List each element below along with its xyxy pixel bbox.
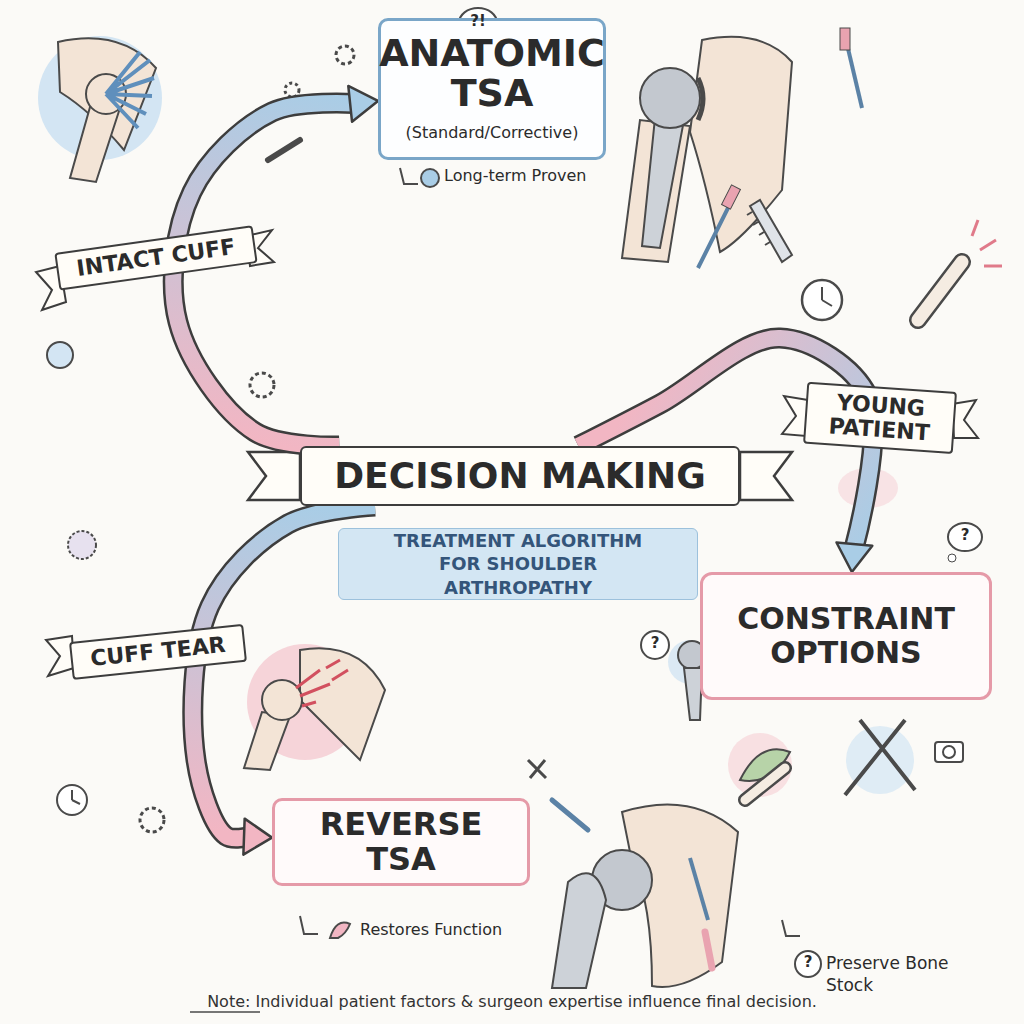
torn-cuff bbox=[296, 660, 348, 706]
arrow-body bbox=[173, 103, 354, 446]
ribbon-label: INTACT CUFF bbox=[54, 225, 257, 291]
clock-doodle bbox=[57, 785, 87, 815]
tool-doodle bbox=[845, 720, 915, 795]
node-subtitle: (Standard/Corrective) bbox=[406, 123, 579, 144]
note-text: Preserve Bone Stock bbox=[826, 952, 966, 996]
wrench-doodle bbox=[552, 800, 588, 830]
humeral-head bbox=[262, 680, 302, 720]
gear-doodle bbox=[140, 808, 164, 832]
scapula-sketch bbox=[690, 37, 792, 252]
pain-burst bbox=[972, 220, 1002, 266]
globe-doodle bbox=[47, 342, 73, 368]
arrow-head bbox=[836, 542, 872, 572]
ribbon-label: CUFF TEAR bbox=[69, 624, 247, 680]
rotator-cuff bbox=[106, 52, 154, 128]
humeral-stem bbox=[552, 873, 606, 988]
arrow-head bbox=[243, 819, 272, 855]
humeral-stem bbox=[642, 118, 684, 248]
node-title: CONSTRAINT OPTIONS bbox=[713, 602, 979, 671]
underline bbox=[190, 1011, 260, 1013]
bone-doodle bbox=[268, 140, 300, 160]
bone-doodle bbox=[918, 262, 962, 320]
screwdriver-handle bbox=[722, 185, 741, 209]
node-title: REVERSE TSA bbox=[285, 807, 517, 877]
bubble-mark: ?! bbox=[458, 12, 498, 32]
pointer-arrow bbox=[400, 168, 418, 184]
bone-doodle bbox=[745, 768, 785, 800]
subtitle-box: TREATMENT ALGORITHM FOR SHOULDER ARTHROP… bbox=[338, 528, 698, 600]
alarm-clock bbox=[802, 280, 842, 320]
node-title: TREATMENT ALGORITHM FOR SHOULDER ARTHROP… bbox=[383, 529, 653, 599]
bubble-mark: ? bbox=[788, 953, 828, 973]
bubble-mark: ? bbox=[945, 526, 985, 546]
option-box: CONSTRAINT OPTIONS bbox=[700, 572, 992, 700]
saw-doodle bbox=[747, 200, 792, 262]
screwdriver-doodle bbox=[690, 858, 708, 920]
thought-bubble bbox=[948, 554, 956, 562]
clock-hands bbox=[72, 790, 80, 804]
node-title: ANATOMIC TSA bbox=[379, 34, 605, 114]
bubble-mark: ? bbox=[635, 634, 675, 654]
arrow-outline bbox=[173, 103, 354, 446]
muscle-icon bbox=[330, 923, 350, 938]
camera-lens bbox=[943, 746, 955, 758]
footnote: Note: Individual patient factors & surge… bbox=[0, 992, 1024, 1011]
ribbon-tail bbox=[248, 452, 300, 500]
clock-hands bbox=[822, 287, 832, 306]
wrench-doodle bbox=[528, 760, 546, 778]
screwdriver-handle bbox=[840, 28, 850, 50]
decision-banner: DECISION MAKING bbox=[300, 446, 740, 506]
bone-outline bbox=[745, 768, 785, 800]
bone-outline bbox=[918, 262, 962, 320]
hammer-doodle bbox=[705, 932, 712, 968]
gear-doodle bbox=[336, 46, 354, 64]
clock-icon bbox=[421, 169, 439, 187]
camera-doodle bbox=[935, 742, 963, 762]
treatment-box: ANATOMIC TSA (Standard/Corrective) bbox=[378, 18, 606, 160]
pointer-arrow bbox=[300, 916, 318, 934]
arrow-head bbox=[348, 86, 378, 122]
virus-doodle bbox=[68, 531, 96, 559]
pointer-arrow bbox=[782, 920, 800, 936]
node-title: DECISION MAKING bbox=[334, 456, 706, 496]
note-text: Long-term Proven bbox=[444, 166, 614, 187]
note-text: Restores Function bbox=[360, 920, 530, 941]
screwdriver-doodle bbox=[698, 200, 732, 268]
ribbon-label: YOUNG PATIENT bbox=[803, 382, 957, 455]
glenoid-component bbox=[698, 78, 703, 120]
treatment-box: REVERSE TSA bbox=[272, 798, 530, 886]
humeral-head-implant bbox=[640, 68, 700, 128]
ribbon-tail bbox=[740, 452, 792, 500]
gear-doodle bbox=[250, 373, 274, 397]
